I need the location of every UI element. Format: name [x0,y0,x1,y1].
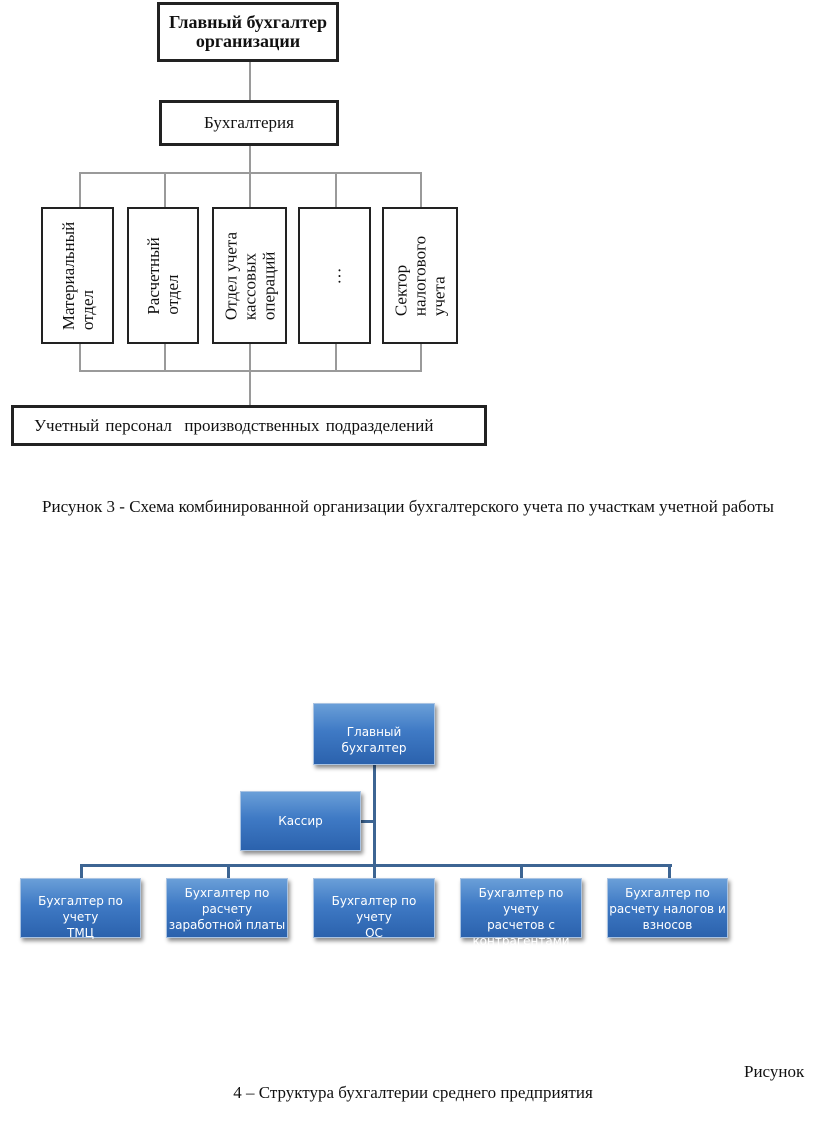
connector-rise-1 [79,343,81,372]
child-node-fixed-assets: Бухгалтер по учету ОС [313,878,435,940]
connector-rise-4 [335,343,337,372]
production-staff-box: Учетный персонал производственных подраз… [11,405,487,446]
connector-horizontal [80,864,672,867]
connector-child-3 [373,864,376,878]
production-staff-label: Учетный персонал производственных подраз… [34,415,434,435]
connector-child-1 [80,864,83,878]
connector-child-2 [227,864,230,878]
child-node-counterparties: Бухгалтер по учету расчетов с контрагент… [460,878,582,948]
connector-drop-4 [335,172,337,208]
connector-rise-5 [420,343,422,372]
connector-drop-1 [79,172,81,208]
connector-child-4 [520,864,523,878]
department-label: … [325,267,344,284]
connector-top-middle [249,61,251,101]
department-box-tax: Сектор налогового учета [382,207,458,344]
figure-4-caption-word: Рисунок [744,1062,805,1081]
accounting-dept-box: Бухгалтерия [159,100,339,146]
department-label: Сектор налогового учета [391,235,449,316]
department-box-settlement: Расчетный отдел [127,207,199,344]
figure-3-caption: Рисунок 3 - Схема комбинированной органи… [42,497,774,516]
department-box-cash: Отдел учета кассовых операций [212,207,287,344]
figure-4-caption: 4 – Структура бухгалтерии среднего предп… [233,1083,593,1102]
chief-accountant-label: Главный бухгалтер организации [168,12,328,51]
child-node-taxes: Бухгалтер по расчету налогов и взносов [607,878,728,938]
connector-middle-down [249,145,251,173]
connector-chief-down [373,765,376,867]
chief-accountant-box: Главный бухгалтер организации [157,2,339,62]
department-label: Расчетный отдел [144,236,182,315]
connector-rise-2 [164,343,166,372]
department-box-material: Материальный отдел [41,207,114,344]
department-box-ellipsis: … [298,207,371,344]
chief-accountant-node: Главный бухгалтер [313,703,435,765]
connector-drop-2 [164,172,166,208]
connector-cashier [361,820,375,823]
connector-drop-5 [420,172,422,208]
connector-rise-3 [249,343,251,372]
child-node-payroll: Бухгалтер по расчету заработной платы [166,878,288,938]
cashier-node: Кассир [240,791,361,851]
connector-child-5 [668,864,671,878]
connector-bottom [249,370,251,406]
accounting-dept-label: Бухгалтерия [204,113,294,132]
child-node-tmc: Бухгалтер по учету ТМЦ [20,878,141,940]
connector-drop-3 [249,172,251,208]
department-label: Материальный отдел [58,221,97,330]
department-label: Отдел учета кассовых операций [221,231,278,320]
